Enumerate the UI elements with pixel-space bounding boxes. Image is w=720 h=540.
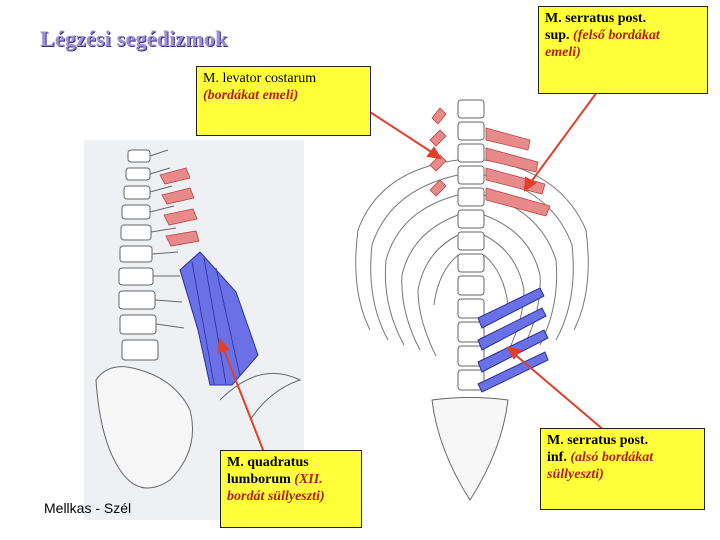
serratus-inf-name-2: inf. xyxy=(547,450,567,465)
image-caption: Mellkas - Szél xyxy=(44,500,132,516)
serratus-sup-name-1: M. serratus post. xyxy=(545,11,647,26)
pointer-arrows xyxy=(217,87,607,456)
serratus-inf-name-1: M. serratus post. xyxy=(547,433,649,448)
label-serratus-post-inf: M. serratus post. inf. (alsó bordákat sü… xyxy=(540,428,705,510)
levator-name: M. levator costarum xyxy=(203,71,317,86)
label-serratus-post-sup: M. serratus post. sup. (felső bordákat e… xyxy=(538,6,708,94)
quadratus-note-1: (XII. xyxy=(294,472,323,487)
serratus-inf-note-1: (alsó bordákat xyxy=(570,450,654,465)
label-quadratus-lumborum: M. quadratus lumborum (XII. bordát sülly… xyxy=(220,450,362,528)
levator-muscles-left xyxy=(159,167,200,247)
quadratus-muscle xyxy=(179,251,259,386)
right-spine xyxy=(431,99,509,501)
quadratus-name-1: M. quadratus xyxy=(227,455,309,470)
serratus-sup-note-2: emeli) xyxy=(545,45,581,60)
quadratus-note-2: bordát süllyeszti) xyxy=(227,489,325,504)
quadratus-name-2: lumborum xyxy=(227,472,291,487)
label-levator-costarum: M. levator costarum (bordákat emeli) xyxy=(196,66,371,136)
slide-title: Légzési segédizmok xyxy=(40,26,228,51)
serratus-sup-name-2: sup. xyxy=(545,28,570,43)
serratus-sup-note-1: (felső bordákat xyxy=(573,28,660,43)
levator-note: (bordákat emeli) xyxy=(203,88,299,103)
right-ribcage xyxy=(355,159,589,357)
left-spine xyxy=(95,149,302,489)
serratus-inf-note-2: süllyeszti) xyxy=(547,467,604,482)
